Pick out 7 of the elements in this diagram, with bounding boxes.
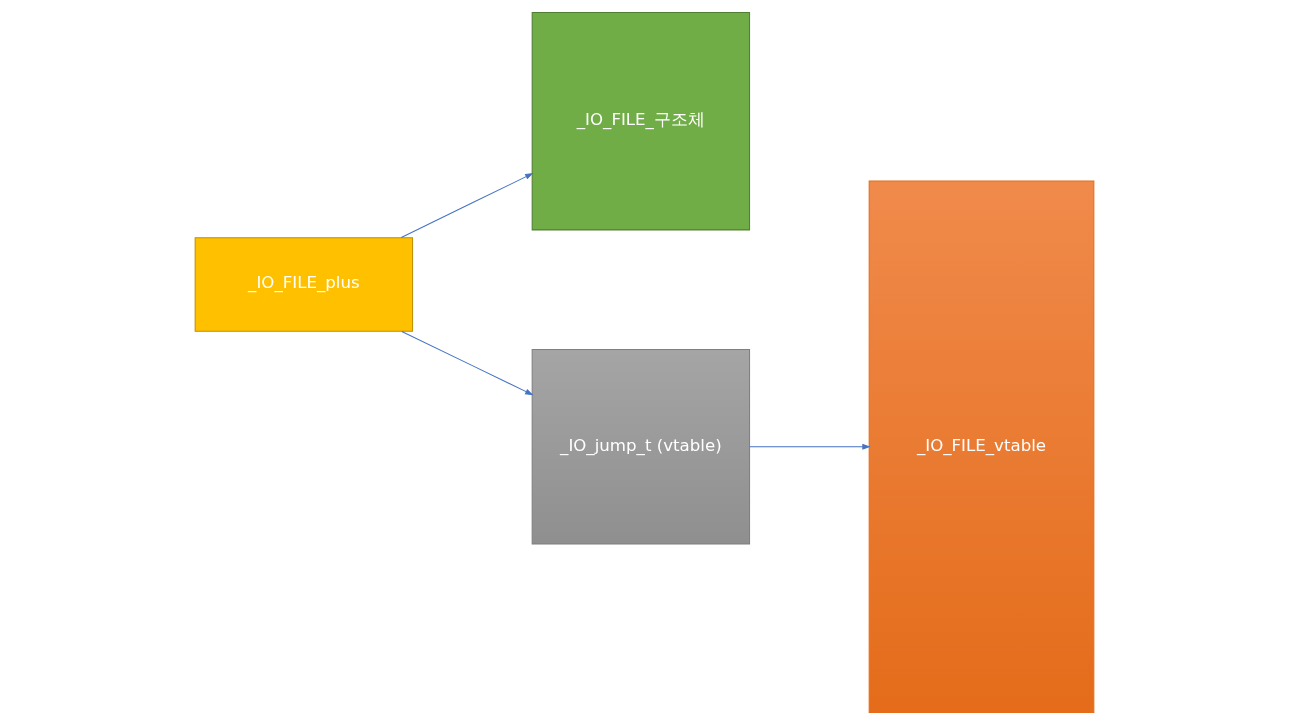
node-box: _IO_jump_t (vtable) <box>531 349 751 545</box>
node-box: _IO_FILE_구조체 <box>531 11 751 231</box>
node-box: _IO_FILE_vtable <box>868 180 1095 714</box>
arrow <box>401 330 534 396</box>
node-box: _IO_FILE_plus <box>194 237 414 332</box>
arrow <box>749 443 871 450</box>
arrow <box>400 173 534 238</box>
